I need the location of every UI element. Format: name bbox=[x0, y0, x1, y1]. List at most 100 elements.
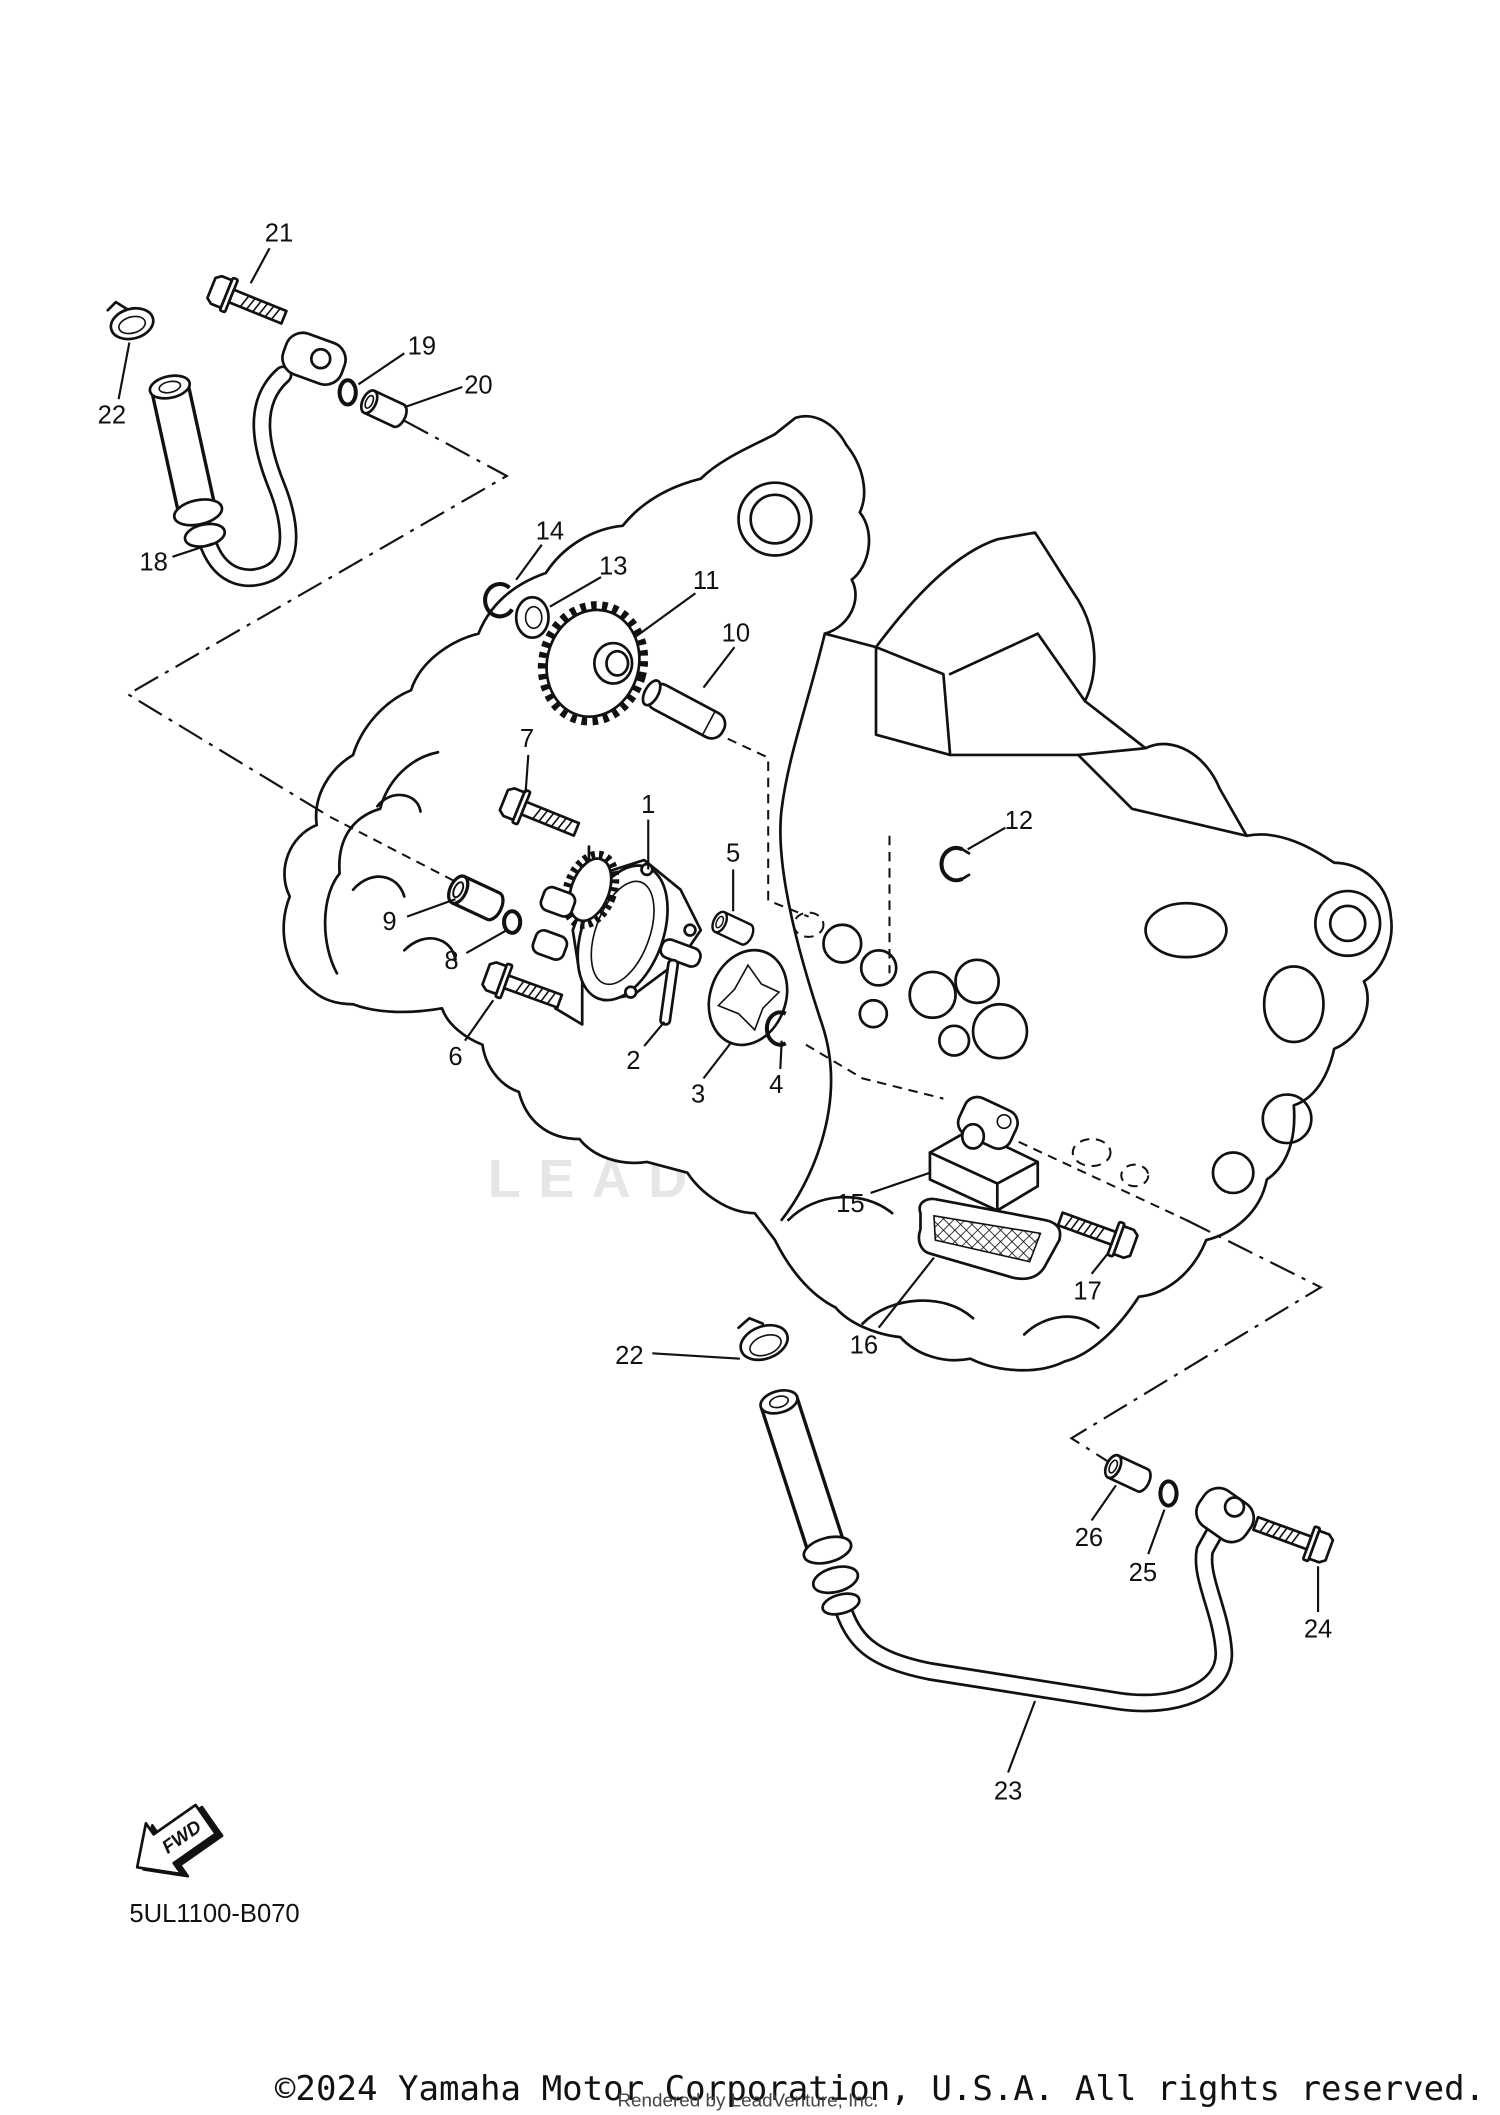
housing-bolt-hole bbox=[996, 1113, 1012, 1130]
leader-22-lower bbox=[652, 1352, 740, 1360]
gear-teeth bbox=[537, 601, 649, 726]
clamp-tab bbox=[106, 300, 129, 312]
leader-7 bbox=[524, 754, 530, 793]
banjo-fitting bbox=[1195, 1486, 1256, 1544]
hidden-ring-c bbox=[1120, 1163, 1150, 1188]
callout-14: 14 bbox=[536, 517, 564, 545]
bearing-bore-5 bbox=[971, 1002, 1029, 1060]
part-14-circlip bbox=[483, 582, 514, 619]
callout-13: 13 bbox=[599, 552, 627, 580]
shaft-groove bbox=[701, 710, 716, 736]
housing-boss-c bbox=[1261, 1093, 1313, 1145]
leader-11 bbox=[635, 592, 697, 638]
callout-7: 7 bbox=[520, 725, 534, 753]
pipe-outline bbox=[834, 1516, 1234, 1713]
leader-26 bbox=[1090, 1484, 1117, 1522]
clamp-opening bbox=[118, 315, 147, 335]
leader-22-upper bbox=[117, 342, 131, 400]
part-24-bolt bbox=[1248, 1505, 1337, 1569]
part-12-clip bbox=[939, 845, 971, 883]
callout-22-upper: 22 bbox=[98, 401, 126, 429]
leader-20 bbox=[403, 385, 463, 409]
callout-18: 18 bbox=[139, 548, 167, 576]
callout-26: 26 bbox=[1075, 1524, 1103, 1552]
cover-top-hole bbox=[749, 493, 801, 545]
clamp-band bbox=[739, 1323, 789, 1362]
callout-1: 1 bbox=[641, 791, 655, 819]
part-22-clamp-lower bbox=[737, 1316, 789, 1362]
drawing-code: 5UL1100-B070 bbox=[129, 1900, 299, 1928]
clamp-band bbox=[109, 306, 155, 341]
bearing-bore-1 bbox=[822, 923, 863, 964]
pump-housing-inner bbox=[590, 880, 655, 986]
bearing-bore-6 bbox=[938, 1024, 971, 1057]
clamp-tab bbox=[737, 1316, 765, 1330]
hose-band-3 bbox=[821, 1592, 861, 1616]
rotor-inner-lobes bbox=[716, 963, 781, 1032]
leader-8 bbox=[465, 929, 508, 954]
screen-mesh bbox=[933, 1214, 1042, 1263]
shaft-axis-hidden bbox=[727, 737, 810, 918]
clip-tabs bbox=[960, 847, 971, 881]
hidden-ring-a bbox=[792, 911, 825, 938]
part-11-gear bbox=[537, 601, 649, 726]
housing-ribs bbox=[948, 632, 1248, 838]
part-26-collar bbox=[1100, 1451, 1156, 1496]
callout-16: 16 bbox=[850, 1331, 878, 1359]
leader-19 bbox=[357, 352, 405, 386]
callout-25: 25 bbox=[1129, 1559, 1157, 1587]
part-8-o-ring bbox=[502, 909, 523, 935]
callout-3: 3 bbox=[691, 1081, 705, 1109]
part-2-pin bbox=[659, 958, 680, 1026]
fwd-arrow-body bbox=[135, 1803, 218, 1876]
part-21-bolt bbox=[203, 270, 292, 335]
callout-5: 5 bbox=[726, 839, 740, 867]
leader-18 bbox=[172, 542, 214, 558]
gear-bore bbox=[605, 649, 630, 677]
cover-bosses bbox=[351, 793, 457, 962]
hose-bore bbox=[158, 380, 182, 394]
callout-8: 8 bbox=[444, 947, 458, 975]
crankcase-seam bbox=[779, 632, 833, 1222]
leader-17 bbox=[1090, 1252, 1109, 1275]
hidden-ring-b bbox=[1071, 1138, 1112, 1168]
pipe-fill bbox=[202, 368, 295, 585]
callout-22-lower: 22 bbox=[615, 1342, 643, 1370]
cover-top-boss bbox=[737, 481, 813, 557]
hose-fill bbox=[153, 383, 214, 514]
part-4-clip bbox=[764, 1010, 787, 1047]
part-18-oil-pipe bbox=[148, 331, 347, 588]
housing-nipple-bore bbox=[960, 1122, 986, 1150]
leader-9 bbox=[406, 898, 456, 918]
leader-14 bbox=[515, 544, 543, 581]
clip-ring bbox=[939, 845, 964, 883]
callout-24: 24 bbox=[1304, 1616, 1332, 1644]
cover-inner-flange bbox=[323, 750, 440, 975]
pump-bolt-hole-3 bbox=[683, 923, 697, 937]
rendered-by-credit: Rendered by LeadVenture, Inc. bbox=[617, 2090, 878, 2111]
leader-12 bbox=[967, 826, 1006, 851]
lower-case-ribs bbox=[787, 1195, 1100, 1336]
banjo-hole bbox=[1223, 1496, 1246, 1518]
callout-19: 19 bbox=[408, 333, 436, 361]
leader-21 bbox=[249, 247, 271, 284]
part-23-oil-pipe bbox=[759, 1388, 1256, 1713]
bearing-bore-7 bbox=[858, 998, 889, 1029]
leader-lines bbox=[117, 247, 1320, 1773]
part-15-strainer-housing bbox=[928, 1095, 1040, 1212]
leader-13 bbox=[549, 576, 602, 608]
leader-10 bbox=[702, 646, 736, 689]
clamp-opening bbox=[749, 1333, 782, 1357]
leader-4 bbox=[779, 1040, 783, 1070]
washer-hole bbox=[524, 605, 543, 630]
hose-end bbox=[759, 1388, 799, 1415]
callout-17: 17 bbox=[1073, 1277, 1101, 1305]
housing-boss-b bbox=[1262, 965, 1325, 1044]
shaft-end bbox=[641, 679, 662, 707]
callout-4: 4 bbox=[769, 1071, 783, 1099]
leader-3 bbox=[702, 1042, 732, 1080]
rotor-axis-hidden bbox=[805, 1043, 944, 1100]
bearing-bore-2 bbox=[859, 949, 898, 987]
copyright-notice: ©2024 Yamaha Motor Corporation, U.S.A. A… bbox=[275, 2069, 1485, 2108]
fwd-arrow-icon: FWD bbox=[135, 1803, 224, 1878]
